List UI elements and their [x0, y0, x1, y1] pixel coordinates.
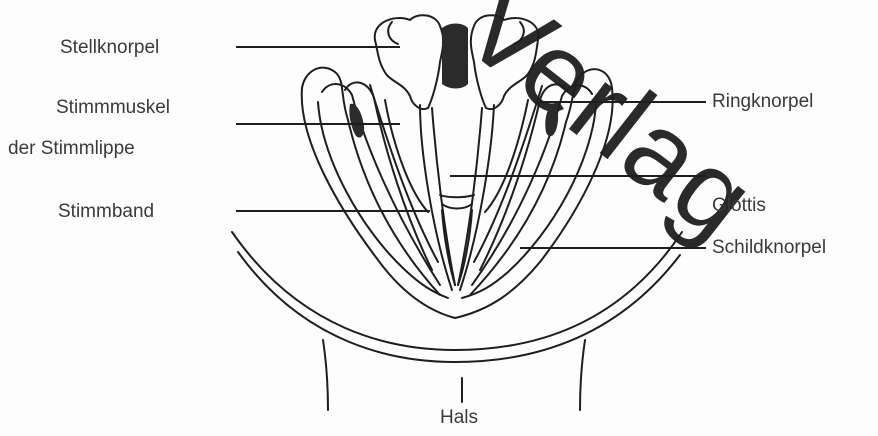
arytenoid-left — [375, 15, 443, 109]
arytenoid-right-fold — [514, 22, 524, 44]
inner-band-left-a — [322, 84, 440, 285]
arytenoid-right — [471, 15, 539, 109]
label-schildknorpel: Schildknorpel — [712, 236, 826, 260]
neck-inner-arc — [238, 252, 680, 362]
glottis-lower — [442, 204, 472, 209]
right-muscle-dark — [545, 104, 558, 136]
neck-outer-arc — [232, 232, 682, 350]
neck-right-side — [580, 340, 585, 410]
label-stimmmuskel-line1: Stimmmuskel — [56, 96, 170, 120]
label-glottis: Glottis — [712, 194, 766, 218]
thyroid-left-outer — [302, 68, 440, 295]
arytenoid-gap-dark — [442, 24, 468, 89]
arytenoid-left-fold — [388, 22, 398, 44]
cricoid-right-b — [474, 86, 542, 262]
label-stimmmuskel-line2: der Stimmlippe — [8, 137, 135, 161]
label-stimmband: Stimmband — [58, 200, 154, 224]
label-stellknorpel: Stellknorpel — [60, 36, 159, 60]
neck-left-side — [323, 340, 328, 410]
vocal-muscle-right — [485, 100, 528, 212]
label-hals: Hals — [440, 406, 478, 430]
glottis-upper — [440, 195, 474, 197]
label-ringknorpel: Ringknorpel — [712, 90, 813, 114]
